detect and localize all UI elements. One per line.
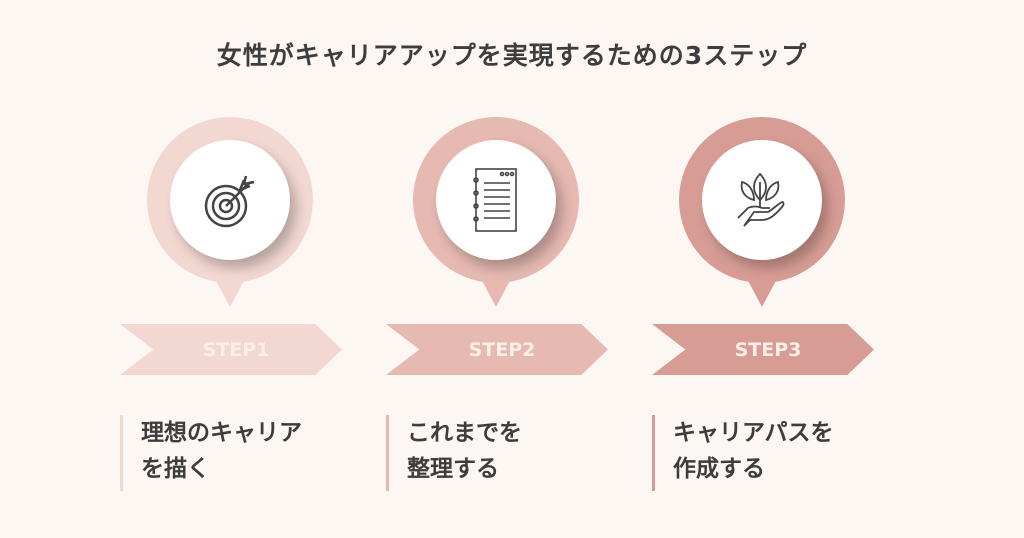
step-2: STEP2 これまでを 整理する — [383, 0, 649, 538]
step-banner: STEP3 — [652, 324, 874, 375]
pin-tail — [471, 260, 521, 307]
step-description: キャリアパスを 作成する — [652, 415, 834, 491]
step-description: これまでを 整理する — [386, 415, 522, 491]
plant-in-hand-icon — [737, 172, 785, 227]
pin-tail — [737, 260, 787, 307]
notepad-icon — [473, 168, 517, 232]
step-description: 理想のキャリア を描く — [120, 415, 302, 491]
step-banner: STEP1 — [120, 324, 342, 375]
target-icon — [204, 175, 255, 228]
icon-circle — [436, 140, 556, 260]
icon-circle — [170, 140, 290, 260]
step-banner: STEP2 — [386, 324, 608, 375]
page-title: 女性がキャリアアップを実現するための3ステップ — [216, 41, 808, 70]
step-1: STEP1 理想のキャリア を描く — [117, 0, 383, 538]
step-3: STEP3 キャリアパスを 作成する — [649, 0, 915, 538]
pin-tail — [205, 260, 255, 307]
icon-circle — [702, 140, 822, 260]
